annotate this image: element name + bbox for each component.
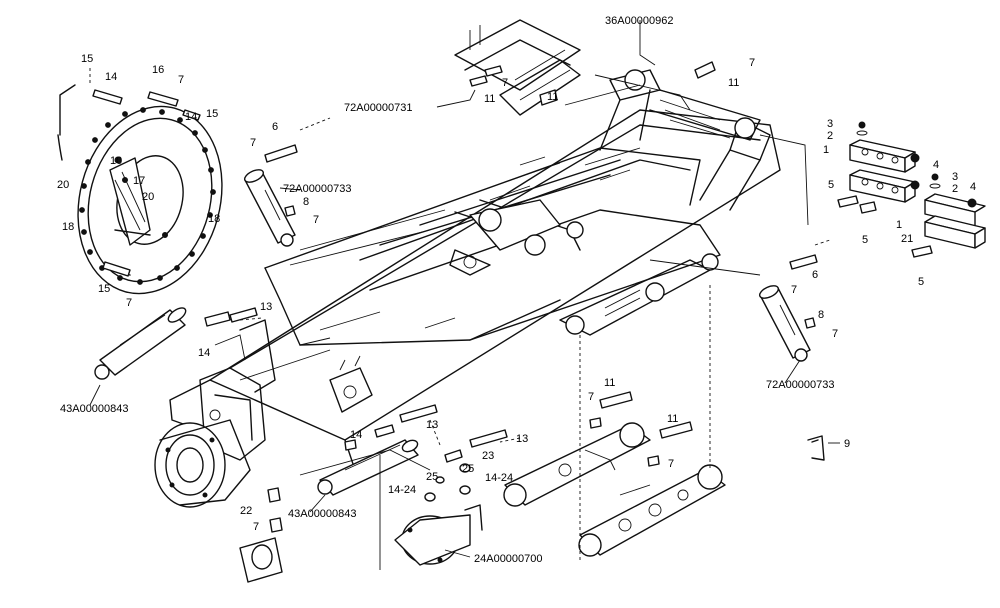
callout-22: 22 (240, 505, 252, 517)
callout-4: 4 (933, 159, 939, 171)
callout-25: 25 (462, 463, 474, 475)
callout-7: 7 (832, 328, 838, 340)
callout-25: 25 (426, 471, 438, 483)
callout-21: 21 (901, 233, 913, 245)
cylinders (94, 169, 811, 496)
callout-6: 6 (272, 121, 278, 133)
callout-7: 7 (791, 284, 797, 296)
callout-14: 14 (185, 111, 197, 123)
callout-2: 2 (952, 183, 958, 195)
callout-14: 14 (105, 71, 117, 83)
callout-1: 1 (823, 144, 829, 156)
mount-blocks (837, 121, 986, 258)
callout-6: 6 (812, 269, 818, 281)
part-number-43a00000843: 43A00000843 (288, 508, 357, 520)
link-arms (503, 422, 726, 557)
callout-1: 1 (896, 219, 902, 231)
callout-14: 14 (198, 347, 210, 359)
part-number-36a00000962: 36A00000962 (605, 15, 674, 27)
callout-7: 7 (502, 77, 508, 89)
callout-20: 20 (57, 179, 69, 191)
callout-16: 16 (152, 64, 164, 76)
callout-11: 11 (604, 377, 615, 389)
callout-11: 11 (484, 93, 495, 105)
callout-13: 13 (426, 419, 438, 431)
callout-7: 7 (749, 57, 755, 69)
upper-brackets (454, 19, 581, 116)
callout-7: 7 (178, 74, 184, 86)
callout-15: 15 (206, 108, 218, 120)
callout-14: 14 (350, 429, 362, 441)
callout-numbers: 15 14 16 7 14 15 10 17 20 20 18 18 15 7 … (57, 53, 976, 533)
callout-11: 11 (667, 413, 678, 425)
main-frame (154, 69, 781, 508)
callout-20: 20 (142, 191, 154, 203)
callout-8: 8 (818, 309, 824, 321)
callout-11: 11 (547, 91, 558, 103)
callout-3: 3 (952, 171, 958, 183)
callout-2: 2 (827, 130, 833, 142)
callout-13: 13 (516, 433, 528, 445)
callout-10: 10 (110, 155, 122, 167)
callout-7: 7 (253, 521, 259, 533)
callout-15: 15 (81, 53, 93, 65)
callout-7: 7 (126, 297, 132, 309)
callout-13: 13 (260, 301, 272, 313)
callout-18: 18 (62, 221, 74, 233)
callout-9: 9 (844, 438, 850, 450)
callout-11: 11 (728, 77, 739, 89)
callout-17: 17 (133, 175, 145, 187)
callout-15: 15 (98, 283, 110, 295)
callout-7: 7 (588, 391, 594, 403)
callout-8: 8 (303, 196, 309, 208)
hub-assembly (394, 504, 483, 566)
callout-7: 7 (313, 214, 319, 226)
callout-23: 23 (482, 450, 494, 462)
part-number-labels: 36A00000962 72A00000731 72A00000733 72A0… (60, 15, 835, 565)
part-number-24a00000700: 24A00000700 (474, 553, 543, 565)
callout-5: 5 (862, 234, 868, 246)
part-number-72a00000731: 72A00000731 (344, 102, 413, 114)
part-number-43a00000843: 43A00000843 (60, 403, 129, 415)
leader-lines (89, 20, 840, 570)
callout-14-24: 14-24 (485, 472, 513, 484)
callout-5: 5 (918, 276, 924, 288)
part-number-72a00000733: 72A00000733 (283, 183, 352, 195)
part-number-72a00000733: 72A00000733 (766, 379, 835, 391)
callout-3: 3 (827, 118, 833, 130)
callout-4: 4 (970, 181, 976, 193)
callout-14-24: 14-24 (388, 484, 416, 496)
brake-disc-assembly (57, 84, 223, 295)
callout-18: 18 (208, 213, 220, 225)
callout-7: 7 (250, 137, 256, 149)
small-parts (204, 61, 825, 583)
callout-7: 7 (668, 458, 674, 470)
callout-5: 5 (828, 179, 834, 191)
